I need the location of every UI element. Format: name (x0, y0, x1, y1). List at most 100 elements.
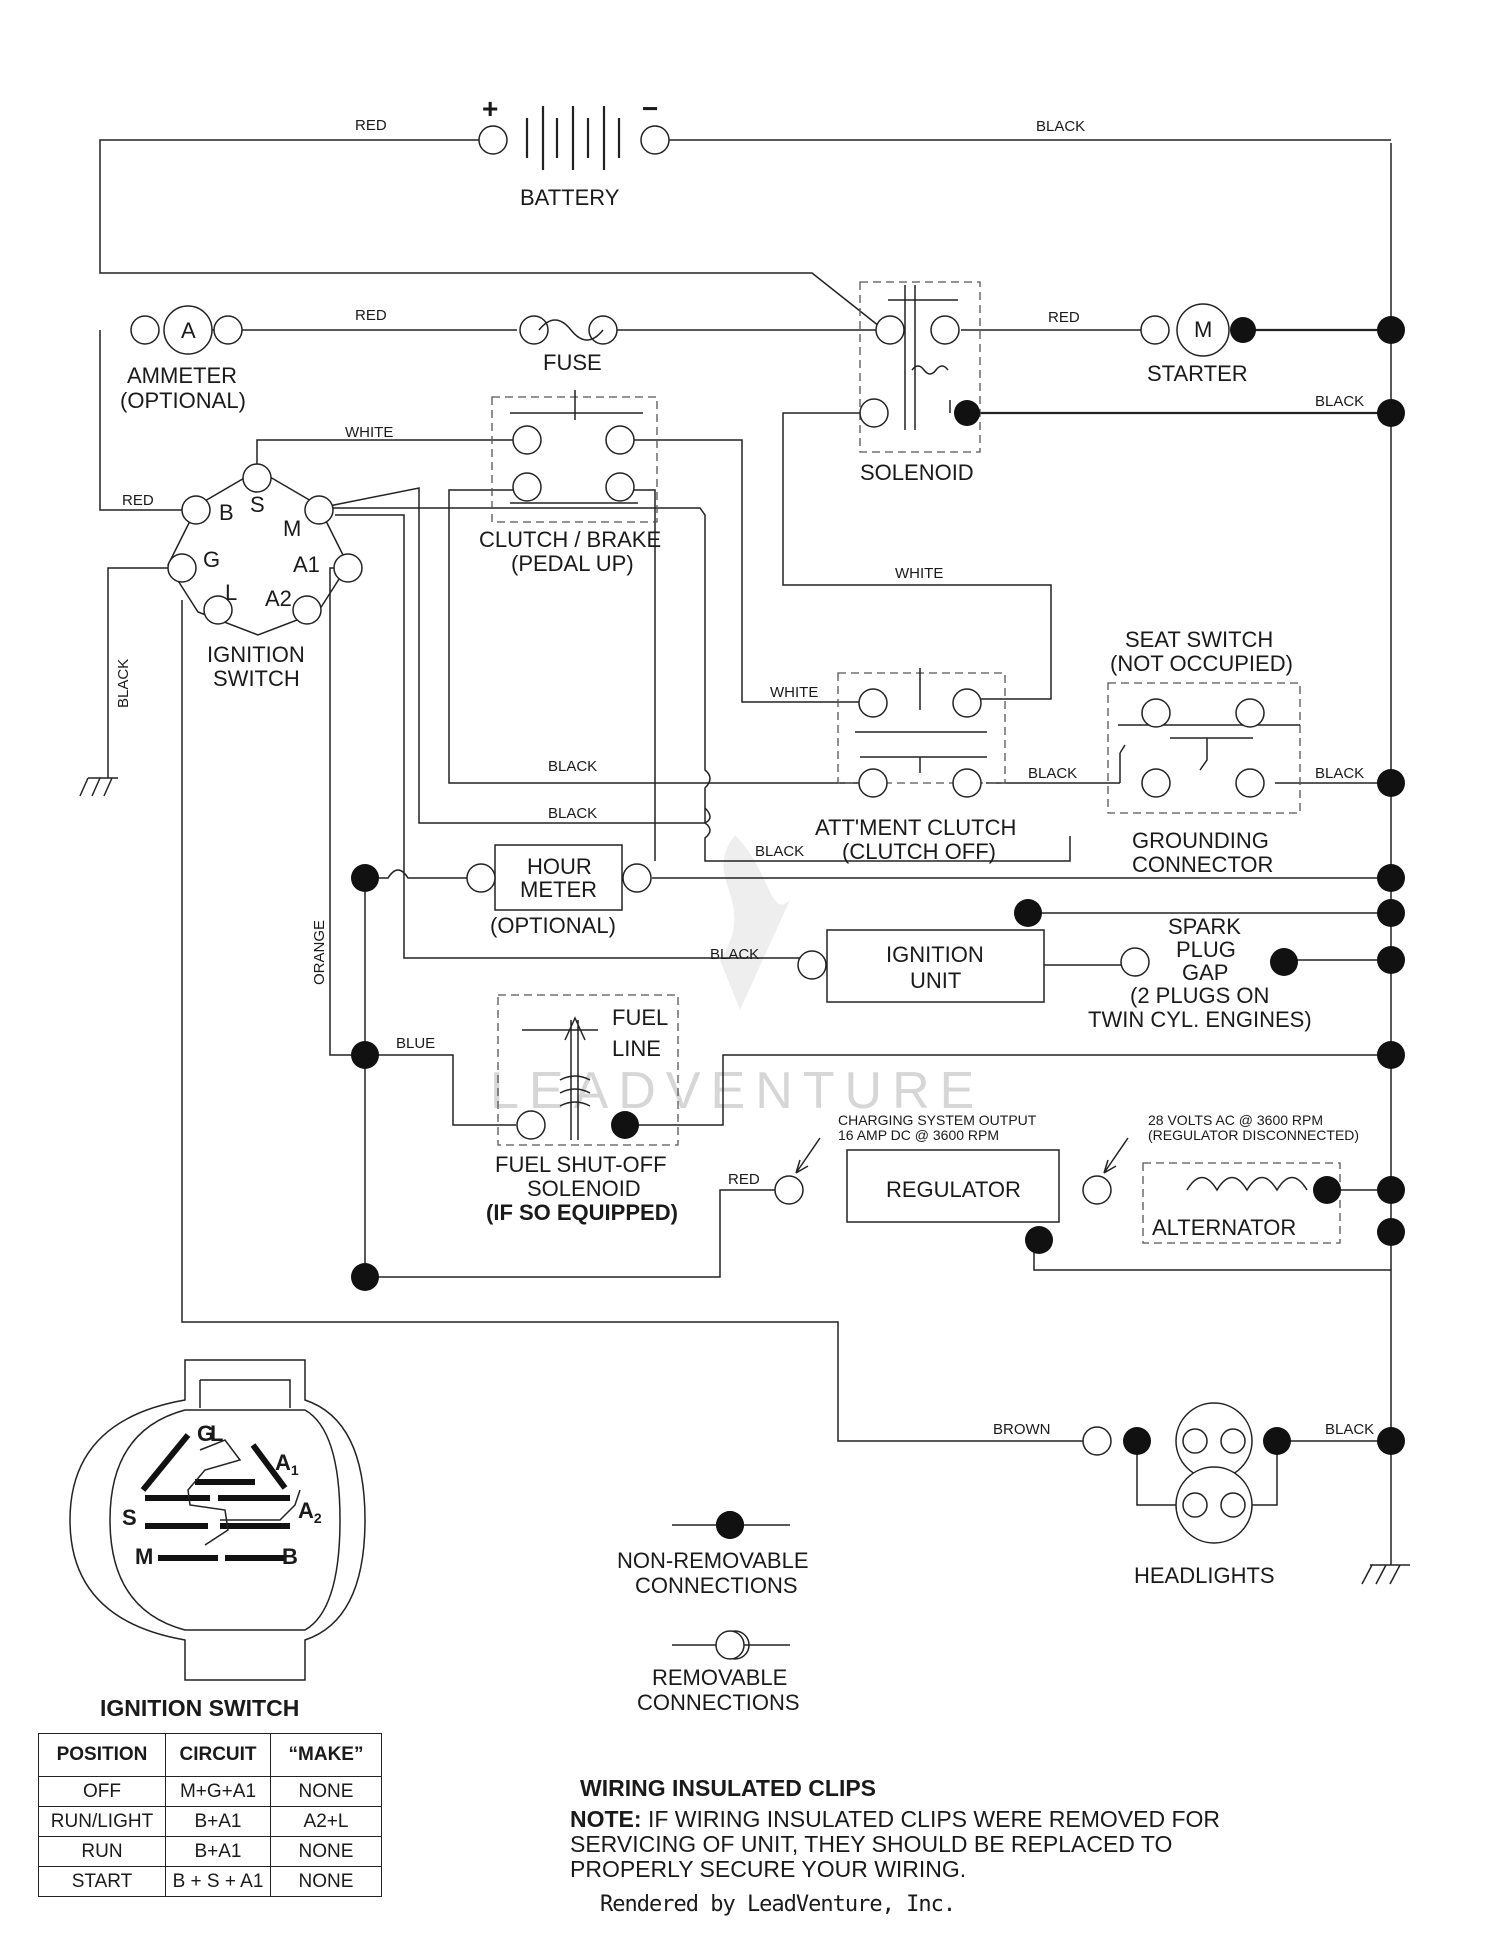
seat-switch-label-2: (NOT OCCUPIED) (1110, 651, 1293, 676)
wire-red-battery: RED (355, 117, 387, 134)
table-cell: B+A1 (165, 1836, 271, 1867)
charging-output-2: 16 AMP DC @ 3600 RPM (838, 1127, 999, 1143)
switch-face-b: B (282, 1544, 298, 1569)
ignition-switch-label-1: IGNITION (207, 642, 305, 667)
terminal-s: S (250, 492, 265, 517)
ignition-switch-body (167, 469, 349, 636)
legend-non-removable-2: CONNECTIONS (635, 1573, 798, 1598)
spark-plug-label-1: SPARK (1168, 914, 1241, 939)
table-cell: OFF (38, 1776, 166, 1807)
table-cell: RUN/LIGHT (38, 1806, 166, 1837)
charging-output-1: CHARGING SYSTEM OUTPUT (838, 1112, 1037, 1128)
regulator-label: REGULATOR (886, 1177, 1021, 1202)
table-cell: START (38, 1866, 166, 1897)
alternator-output-1: 28 VOLTS AC @ 3600 RPM (1148, 1112, 1323, 1128)
non-removable-connectors (351, 316, 1405, 1539)
footer-credit: Rendered by LeadVenture, Inc. (600, 1892, 956, 1917)
wire-black-clutch-2: BLACK (548, 805, 597, 822)
hour-meter-box (494, 844, 623, 911)
alternator-label: ALTERNATOR (1152, 1215, 1296, 1240)
ammeter-body (163, 305, 213, 355)
seat-switch-label-1: SEAT SWITCH (1125, 627, 1273, 652)
note-line-3: PROPERLY SECURE YOUR WIRING. (570, 1856, 967, 1882)
removable-connectors (130, 125, 1265, 1660)
attment-clutch-label-2: (CLUTCH OFF) (842, 839, 996, 864)
switch-face-a1: A1 (275, 1450, 299, 1478)
attment-clutch-label-1: ATT'MENT CLUTCH (815, 815, 1016, 840)
note-body: NOTE: IF WIRING INSULATED CLIPS WERE REM… (570, 1807, 1220, 1882)
charging-arrow (795, 1137, 821, 1174)
table-row: RUN/LIGHT B+A1 A2+L (38, 1806, 382, 1837)
switch-face-s: S (122, 1505, 137, 1530)
wire-white-attment: WHITE (770, 684, 818, 701)
wire-red-starter: RED (1048, 309, 1080, 326)
table-cell: NONE (270, 1866, 382, 1897)
wire-black-ground: BLACK (1315, 765, 1364, 782)
table-header: POSITION (38, 1733, 166, 1777)
terminal-g: G (203, 547, 220, 572)
wire-black-clutch-1: BLACK (548, 758, 597, 775)
wires (99, 106, 1392, 1565)
fuse-element (538, 319, 604, 341)
battery-plus: + (482, 93, 498, 124)
switch-contacts (510, 285, 1308, 1192)
wire-black-seat: BLACK (1028, 765, 1077, 782)
wire-white-solenoid: WHITE (895, 565, 943, 582)
spark-plug-label-2: PLUG (1176, 937, 1236, 962)
grounding-connector-label-1: GROUNDING (1132, 828, 1269, 853)
headlight-2 (1175, 1466, 1253, 1544)
switch-diagram-title: IGNITION SWITCH (100, 1695, 299, 1721)
note-line-2: SERVICING OF UNIT, THEY SHOULD BE REPLAC… (570, 1831, 1173, 1857)
terminal-m: M (283, 516, 301, 541)
note-label: NOTE: (570, 1806, 642, 1832)
table-cell: M+G+A1 (165, 1776, 271, 1807)
wire-red-ammeter: RED (355, 307, 387, 324)
wire-red-b: RED (122, 492, 154, 509)
clutch-brake-label-1: CLUTCH / BRAKE (479, 527, 661, 552)
ignition-unit-label-1: IGNITION (886, 942, 984, 967)
note-title: WIRING INSULATED CLIPS (580, 1775, 877, 1801)
table-cell: A2+L (270, 1806, 382, 1837)
regulator-box (846, 1149, 1060, 1223)
legend-removable-2: CONNECTIONS (637, 1690, 800, 1715)
hour-meter-optional: (OPTIONAL) (490, 913, 616, 938)
wire-black-battery: BLACK (1036, 118, 1085, 135)
grounding-connector-label-2: CONNECTOR (1132, 852, 1273, 877)
wire-brown: BROWN (993, 1421, 1051, 1438)
spark-plug-label-5: TWIN CYL. ENGINES) (1088, 1007, 1312, 1032)
table-cell: RUN (38, 1836, 166, 1867)
table-row: OFF M+G+A1 NONE (38, 1776, 382, 1807)
switch-face-diagram (69, 1359, 366, 1681)
ammeter-symbol: A (181, 318, 196, 343)
switch-face-l: L (210, 1421, 223, 1446)
ammeter-label-2: (OPTIONAL) (120, 388, 246, 413)
clutch-brake-label-2: (PEDAL UP) (511, 551, 634, 576)
ignition-unit-box (826, 929, 1045, 1003)
starter-symbol: M (1194, 317, 1212, 342)
starter-label: STARTER (1147, 361, 1248, 386)
wire-white-s: WHITE (345, 424, 393, 441)
ignition-switch-label-2: SWITCH (213, 666, 300, 691)
terminal-a1: A1 (293, 552, 320, 577)
note-line-1: IF WIRING INSULATED CLIPS WERE REMOVED F… (641, 1806, 1221, 1832)
wire-red-regulator: RED (728, 1171, 760, 1188)
table-cell: B+A1 (165, 1806, 271, 1837)
fuel-line-label-1: FUEL (612, 1005, 668, 1030)
battery-minus: − (642, 93, 658, 124)
table-header: “MAKE” (270, 1733, 382, 1777)
hour-meter-label-1: HOUR (527, 854, 592, 879)
wire-blue: BLUE (396, 1035, 435, 1052)
table-cell: NONE (270, 1836, 382, 1867)
battery-label: BATTERY (520, 185, 620, 210)
ignition-switch-table: POSITION CIRCUIT “MAKE” OFF M+G+A1 NONE … (38, 1733, 382, 1897)
fuel-solenoid-label-1: FUEL SHUT-OFF (495, 1152, 667, 1177)
wire-black-solenoid: BLACK (1315, 393, 1364, 410)
table-header-row: POSITION CIRCUIT “MAKE” (38, 1733, 382, 1777)
terminal-a2: A2 (265, 586, 292, 611)
spark-plug-label-3: GAP (1182, 960, 1228, 985)
fuel-solenoid-note: (IF SO EQUIPPED) (486, 1200, 678, 1225)
ignition-unit-label-2: UNIT (910, 968, 961, 993)
legend-non-removable-1: NON-REMOVABLE (617, 1548, 809, 1573)
table-cell: NONE (270, 1776, 382, 1807)
